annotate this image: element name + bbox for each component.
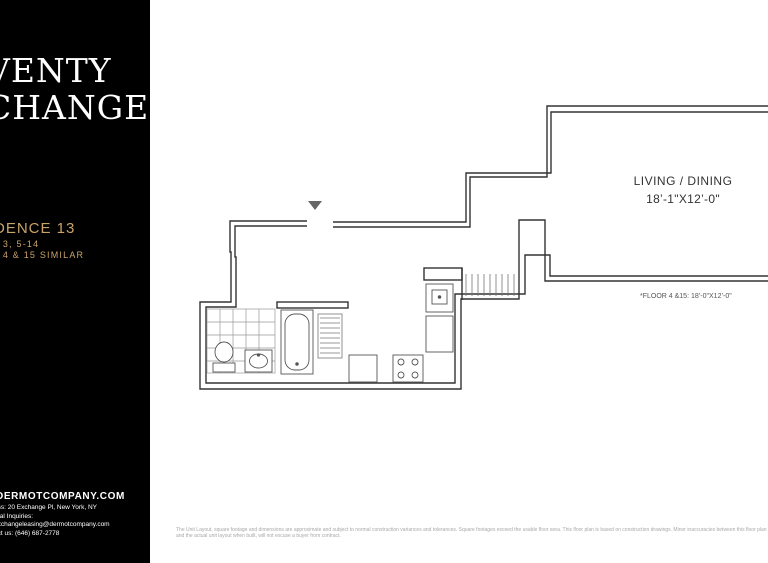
floor-plan-area: LIVING / DINING 18’-1"X12’-0" *FLOOR 4 &… bbox=[150, 0, 768, 563]
sidebar: VENTY CHANGE DENCE 13 S 3, 5-14 S 4 & 15… bbox=[0, 0, 150, 563]
floors-line-2: S 4 & 15 SIMILAR bbox=[0, 250, 85, 260]
brand-line-2: CHANGE bbox=[0, 88, 150, 127]
contact-phone[interactable]: act us: (646) 687-2778 bbox=[0, 529, 60, 537]
outer-wall-lower bbox=[199, 219, 768, 390]
contact-info: ess: 20 Exchange Pl, New York, NY eral I… bbox=[0, 504, 110, 538]
outer-wall bbox=[333, 105, 768, 228]
toilet-icon bbox=[212, 341, 236, 373]
closet bbox=[317, 313, 343, 359]
refrigerator-icon bbox=[425, 283, 454, 353]
kitchen-wall bbox=[423, 267, 463, 281]
disclaimer: The Unit Layout, square footage and dime… bbox=[176, 527, 767, 539]
entry-arrow-icon bbox=[308, 201, 322, 210]
contact-address: ess: 20 Exchange Pl, New York, NY bbox=[0, 504, 97, 511]
brand-line-1: VENTY bbox=[0, 51, 112, 90]
kitchen-counter bbox=[348, 354, 424, 383]
residence-floors: S 3, 5-14 S 4 & 15 SIMILAR 3 bbox=[0, 239, 84, 272]
floors-line-1: S 3, 5-14 bbox=[0, 239, 40, 249]
contact-email[interactable]: exchangeleasing@dermotcompany.com bbox=[0, 521, 110, 529]
floors-line-3: 3 bbox=[0, 261, 84, 272]
room-name: LIVING / DINING bbox=[633, 174, 733, 188]
room-dimensions: 18’-1"X12’-0" bbox=[646, 192, 720, 206]
residence-title: DENCE 13 bbox=[0, 220, 76, 237]
inner-wall bbox=[333, 111, 768, 223]
bathtub-icon bbox=[280, 309, 314, 375]
floor-plan bbox=[199, 105, 768, 390]
brand-logo: VENTY CHANGE bbox=[0, 52, 149, 126]
bath-partition bbox=[276, 301, 349, 309]
floor-note: *FLOOR 4 &15: 18’-0"X12’-0" bbox=[640, 293, 732, 300]
website-link[interactable]: DERMOTCOMPANY.COM bbox=[0, 491, 125, 502]
walls bbox=[199, 105, 768, 390]
stove-icon bbox=[392, 354, 424, 383]
contact-inquiries-label: eral Inquiries: bbox=[0, 512, 34, 520]
inner-wall-lower bbox=[205, 225, 768, 384]
sink-icon bbox=[244, 349, 273, 373]
wardrobe bbox=[465, 274, 515, 296]
